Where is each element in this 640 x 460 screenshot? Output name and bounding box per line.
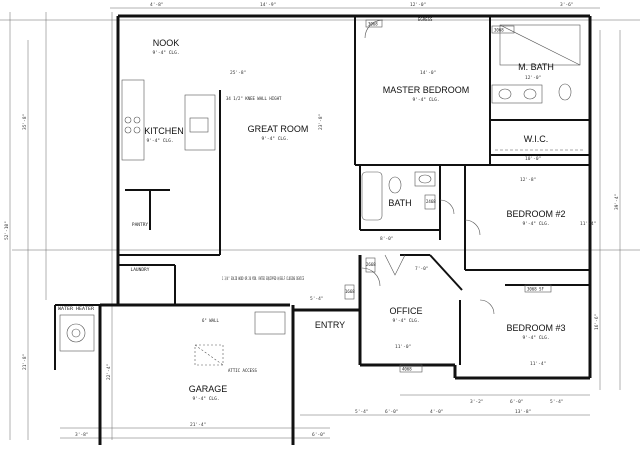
kitchen-counters <box>121 79 216 161</box>
bath-label: BATH <box>388 198 411 208</box>
office-label: OFFICE <box>390 306 423 316</box>
dim-left-total: 52'-10" <box>4 221 10 240</box>
dim-left-mid: 35'-8" <box>22 114 28 130</box>
kitchen-label: KITCHEN <box>144 126 184 136</box>
dim-top-3: 3'-6" <box>560 2 574 8</box>
interior-walls <box>118 16 590 365</box>
dimension-labels: 4'-8" 14'-9" 12'-0" 3'-6" 25'-8" 14'-0" … <box>4 2 620 438</box>
master-bedroom-label: MASTER BEDROOM <box>383 85 470 95</box>
egress-note: EGRESS <box>418 17 433 22</box>
dim-right-total: 39'-4" <box>614 194 620 210</box>
dim-bottom-1: 6'-0" <box>312 432 326 438</box>
bedroom2-ceiling: 9'-4" CLG. <box>522 221 549 227</box>
room-labels: NOOK KITCHEN 9'-4" CLG. 9'-4" CLG. GREAT… <box>131 38 566 402</box>
dim-wic-w: 10'-0" <box>525 156 541 162</box>
dim-bottom-right-1: 6'-0" <box>510 399 524 405</box>
exterior-walls <box>98 14 592 445</box>
wic-label: W.I.C. <box>524 134 549 144</box>
tag-5: 2668 <box>366 262 376 267</box>
dim-mb-w: 14'-0" <box>420 70 436 76</box>
great-room-ceiling: 9'-4" CLG. <box>261 136 288 142</box>
dim-left-lower: 21'-8" <box>22 354 28 370</box>
garage-ceiling: 9'-4" CLG. <box>192 396 219 402</box>
dim-right-mid: 16'-6" <box>594 314 600 330</box>
kitchen-ceiling: 9'-4" CLG. <box>146 138 173 144</box>
pantry-label: PANTRY <box>132 222 149 228</box>
tag-3: 2468 <box>426 199 436 204</box>
laundry-label: LAUNDRY <box>131 267 150 273</box>
solid-door-note: 1 3/4" SOLID WOOD OR 20 MIN. RATED EQUIP… <box>222 276 304 281</box>
dim-office-w: 11'-0" <box>395 344 411 350</box>
dim-mbath-w: 12'-0" <box>525 75 541 81</box>
dim-entry-w: 5'-4" <box>310 296 324 302</box>
water-heater <box>59 314 95 352</box>
dim-bed3-w: 11'-4" <box>530 361 546 367</box>
water-heater-note: WATER HEATER <box>58 306 95 311</box>
bath-fixtures <box>361 24 585 221</box>
dim-garage-w: 21'-4" <box>190 422 206 428</box>
dim-bottom-right-0: 3'-2" <box>470 399 484 405</box>
dim-garage-d: 22'-4" <box>106 364 112 380</box>
dim-office-d: 7'-0" <box>415 266 429 272</box>
bedroom2-label: BEDROOM #2 <box>506 209 565 219</box>
great-room-label: GREAT ROOM <box>248 124 309 134</box>
dim-bottom-2: 5'-4" <box>355 409 369 415</box>
tag-1: 3068 SF <box>527 287 544 292</box>
dim-bottom-3: 6'-0" <box>385 409 399 415</box>
dim-bed2-d: 11'-4" <box>580 221 596 227</box>
window-tags: 3068 3068 SF 4068 2468 3068 2668 1668 <box>344 19 552 373</box>
dim-top-0: 4'-8" <box>150 2 164 8</box>
dim-nook-w: 25'-8" <box>230 70 246 76</box>
knee-wall-note: 34 1/2" KNEE WALL HIGHT <box>226 96 282 101</box>
nook-ceiling: 9'-4" CLG. <box>152 50 179 56</box>
dim-top-1: 14'-9" <box>260 2 276 8</box>
bedroom3-ceiling: 9'-4" CLG. <box>522 335 549 341</box>
garage-step <box>254 311 286 335</box>
m-bath-label: M. BATH <box>518 62 554 72</box>
office-ceiling: 9'-4" CLG. <box>392 318 419 324</box>
garage-label: GARAGE <box>189 384 228 394</box>
tag-2: 4068 <box>402 367 412 372</box>
dim-hall: 8'-0" <box>380 236 394 242</box>
bedroom3-label: BEDROOM #3 <box>506 323 565 333</box>
tag-4: 3068 <box>494 28 504 33</box>
attic-note: ATTIC ACCESS <box>228 368 257 373</box>
dim-bottom-5: 13'-8" <box>515 409 531 415</box>
dim-bottom-4: 4'-0" <box>430 409 444 415</box>
attic-access <box>194 344 224 366</box>
nook-label: NOOK <box>153 38 180 48</box>
wall-note: 6" WALL <box>202 318 219 323</box>
dim-bed2-w: 12'-8" <box>520 177 536 183</box>
entry-label: ENTRY <box>315 320 345 330</box>
dim-great-h: 23'-8" <box>318 114 324 130</box>
garage-wing-walls <box>54 304 100 370</box>
dim-bottom-right-2: 5'-4" <box>550 399 564 405</box>
master-bedroom-ceiling: 9'-4" CLG. <box>412 97 439 103</box>
tag-0: 3068 <box>368 22 378 27</box>
tag-6: 1668 <box>345 289 355 294</box>
plan-notes: 34 1/2" KNEE WALL HIGHT 1 3/4" SOLID WOO… <box>58 17 433 373</box>
dim-top-2: 12'-0" <box>410 2 426 8</box>
dim-bottom-0: 3'-8" <box>75 432 89 438</box>
